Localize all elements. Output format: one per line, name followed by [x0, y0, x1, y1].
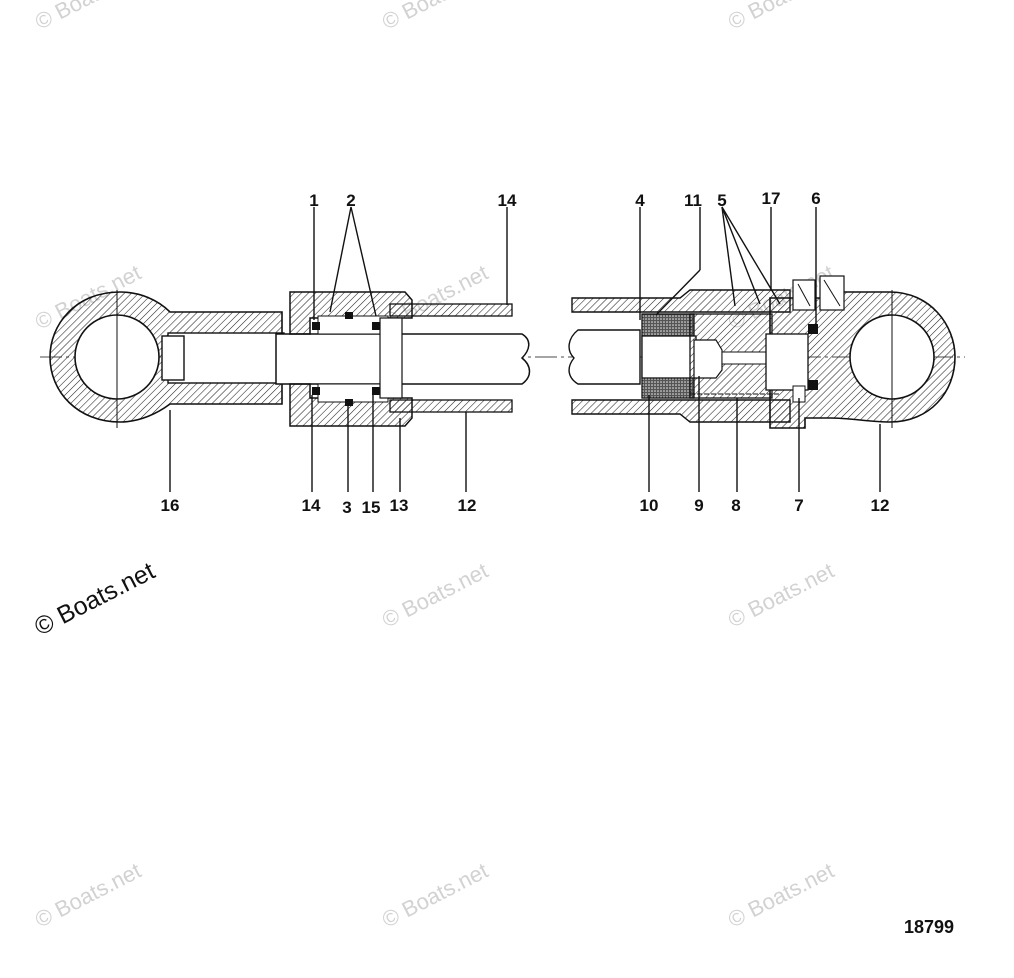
callout-3: 3: [342, 498, 351, 517]
leader-lines: [169, 206, 881, 492]
callout-13: 13: [390, 496, 409, 515]
callout-17: 17: [762, 189, 781, 208]
callout-1: 1: [309, 191, 318, 210]
callout-16: 16: [161, 496, 180, 515]
callout-15: 15: [362, 498, 381, 517]
callout-14-bottom: 14: [302, 496, 321, 515]
callout-9: 9: [694, 496, 703, 515]
right-clevis-eye: [765, 275, 956, 429]
callout-7: 7: [794, 496, 803, 515]
svg-text:© Boats.net: © Boats.net: [724, 0, 838, 34]
callout-11: 11: [684, 191, 702, 210]
right-cylinder-tube: [568, 289, 791, 423]
svg-text:© Boats.net: © Boats.net: [30, 557, 159, 641]
callout-8: 8: [731, 496, 740, 515]
callout-labels: 1 2 14 4 11 5 17 6 16 14 3 15 13 12 10 9…: [161, 189, 890, 517]
watermark-group: © Boats.net © Boats.net © Boats.net © Bo…: [31, 0, 838, 932]
callout-2: 2: [346, 191, 355, 210]
callout-12-left: 12: [458, 496, 477, 515]
svg-text:© Boats.net: © Boats.net: [724, 858, 838, 933]
callout-4: 4: [635, 191, 645, 210]
callout-12-right: 12: [871, 496, 890, 515]
svg-text:© Boats.net: © Boats.net: [378, 558, 492, 633]
callout-6: 6: [811, 189, 820, 208]
figure-number: 18799: [904, 917, 954, 937]
gland-head: [289, 291, 413, 427]
svg-text:© Boats.net: © Boats.net: [378, 0, 492, 34]
watermark-prominent: © Boats.net: [30, 557, 159, 641]
svg-text:© Boats.net: © Boats.net: [724, 558, 838, 633]
svg-text:© Boats.net: © Boats.net: [31, 0, 145, 34]
callout-10: 10: [640, 496, 659, 515]
left-rod-end: [49, 290, 285, 428]
callout-14-top: 14: [498, 191, 517, 210]
piston-assembly: [641, 313, 780, 399]
left-cylinder-tube: [379, 303, 513, 413]
svg-text:© Boats.net: © Boats.net: [378, 858, 492, 933]
svg-text:© Boats.net: © Boats.net: [31, 858, 145, 933]
callout-5: 5: [717, 191, 726, 210]
piston-rod: [275, 333, 531, 385]
